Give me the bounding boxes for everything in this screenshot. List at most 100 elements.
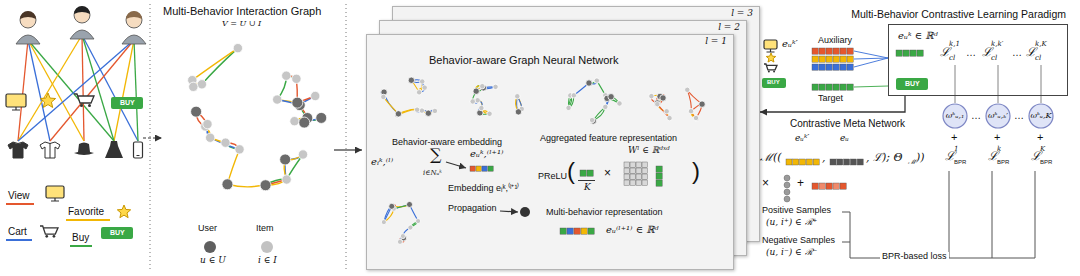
icon-text: BUY [110,229,125,237]
cart-wheel [768,71,770,73]
vector-cell [819,48,825,54]
vector-cell [813,159,819,165]
item-clothing [40,142,60,158]
panel-separator [346,4,347,272]
vector-cell [642,174,647,179]
circle-outline [943,104,967,128]
vector-cell [840,84,846,90]
circle-outline [986,104,1010,128]
vector-cell [910,50,916,56]
gnn-drawing [381,77,706,244]
user-hair [126,11,142,19]
weight-link [955,65,956,103]
interaction-line [82,35,138,141]
vector-cell [812,183,818,189]
item-node [480,83,485,88]
vector-cell [588,228,594,234]
vector-cell [636,180,641,185]
layer-index: l = 3 [731,7,759,18]
vector-cell [826,64,832,70]
math-label: eᵤᵏ,⁽ˡ⁺¹⁾ [470,148,503,159]
buy-icon [896,78,928,90]
monitor-stand [12,107,20,110]
weight-link [1041,65,1042,103]
vector-cell [833,183,839,189]
graph-edges [381,80,435,116]
bpr-line [1035,171,1036,258]
math-label: ℒ [1026,46,1036,59]
bpr-line [949,171,950,258]
math-label: Wˡ ∈ ℝᵈˣᵈ [628,146,670,156]
cart-wheel [88,104,91,107]
weight-vector-cell [784,182,790,188]
panel-title: Behavior-aware Graph Neural Network [429,54,619,67]
vector-cell [630,174,635,179]
vector-cell [819,56,825,62]
annotation: Embedding eᵢᵏ,⁽ˡ⁺¹⁾ [448,184,519,194]
item-node [397,239,402,244]
math-label: (u, i⁻) ∈ ℛ⁻ [766,248,817,258]
legend-swatch [261,241,273,253]
legend-swatch [204,241,216,253]
arrow-line [143,137,162,138]
vector-cell [850,159,856,165]
weight-link [998,65,999,103]
item-node [189,82,198,91]
vector-cell [624,174,629,179]
vector-cell [656,166,662,172]
vector-cell [624,162,629,167]
vector-cell [656,180,662,186]
annotation: + [994,131,1000,143]
vector-cell [917,50,923,56]
vector-cell [903,50,909,56]
vector-cell [642,180,647,185]
annotation: BPR [954,159,966,166]
vector-cell [819,64,825,70]
interaction-line [82,35,114,141]
layer-index: l = 1 [705,35,733,46]
vector-cell [837,159,843,165]
math-label: cl [1035,55,1041,63]
user-node [408,77,414,83]
item-phone-button [137,155,140,156]
buy-icon [101,227,133,239]
vector-cell [587,170,593,176]
interaction-line [28,40,50,141]
vector-cell [470,166,475,171]
math-label: (u, i⁺) ∈ ℛ⁺ [766,218,817,228]
user-head [20,12,36,28]
math-label: k,k′ [991,41,1003,49]
weight-circle: ωᵏᵤ,₁ [942,103,968,129]
user-node [425,110,431,116]
math-label: ℒ [988,150,998,163]
contrast-line [854,86,888,87]
vector-cell [580,170,586,176]
annotation: Target [818,94,843,104]
vector-cell [819,84,825,90]
legend-label: Favorite [68,206,104,217]
vector-cell [840,48,846,54]
item-node [381,220,386,225]
item-node [206,133,215,142]
item-hat [74,143,94,156]
vector-cell [840,183,846,189]
item-node [479,105,484,110]
math-label: eᵤ [840,134,849,144]
vector-cell [812,48,818,54]
weight-vector-cell [784,196,790,202]
item-node [493,84,498,89]
vector-cell [476,166,481,171]
item-node [667,115,672,120]
vector-cell [830,159,836,165]
annotation: Negative Samples [762,236,835,246]
monitor-stand [51,198,59,201]
buy-icon [762,78,786,88]
vector-cell [624,168,629,173]
annotation: + [951,131,957,143]
weight-circle: ωᵏᵤ,ₖ′ [985,103,1011,129]
user-hair [20,11,36,19]
vector-cell [636,174,641,179]
interaction-line [134,40,138,141]
vector-cell [656,173,662,179]
user-node [608,94,614,100]
